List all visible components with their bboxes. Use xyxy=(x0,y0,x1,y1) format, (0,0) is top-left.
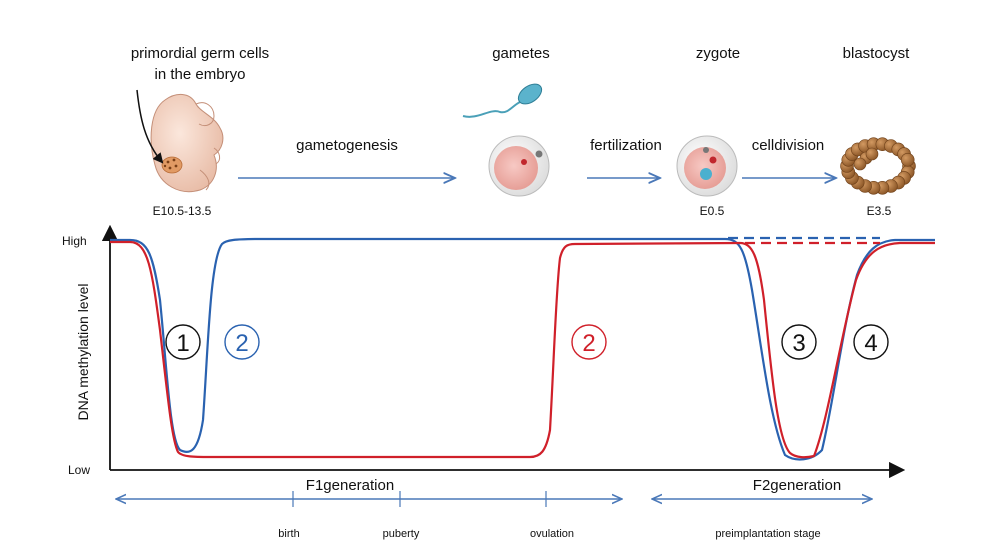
sperm-illustration xyxy=(462,83,543,118)
blastocyst-cell xyxy=(900,153,915,167)
blastocyst-illustration xyxy=(840,137,916,195)
marker-3-label: 3 xyxy=(792,330,805,357)
stage-label-pgc-line1: primordial germ cells xyxy=(131,45,269,62)
stage-label-gametes: gametes xyxy=(492,45,550,62)
female-methylation-curve xyxy=(110,240,935,459)
timeline-label-birth: birth xyxy=(278,528,299,540)
marker-1: 1 xyxy=(165,324,201,360)
f2-generation-label: F2generation xyxy=(753,477,841,494)
marker-2-female-label: 2 xyxy=(582,330,595,357)
marker-1-label: 1 xyxy=(176,330,189,357)
marker-4-label: 4 xyxy=(864,330,877,357)
egg-illustration xyxy=(488,135,550,197)
stage-label-zygote: zygote xyxy=(696,45,740,62)
inner-cell-mass-cell xyxy=(853,157,867,171)
embryo-illustration xyxy=(150,94,224,193)
marker-2-female: 2 xyxy=(571,324,607,360)
marker-3: 3 xyxy=(781,324,817,360)
process-label-gametogenesis: gametogenesis xyxy=(296,137,398,154)
timepoint-blastocyst: E3.5 xyxy=(867,204,892,218)
timepoint-pgc: E10.5-13.5 xyxy=(153,204,212,218)
y-tick-high: High xyxy=(62,234,87,248)
marker-2-male-label: 2 xyxy=(235,330,248,357)
process-label-fertilization: fertilization xyxy=(590,137,662,154)
stage-label-pgc-line2: in the embryo xyxy=(155,66,246,83)
timeline-label-preimplantation: preimplantation stage xyxy=(715,528,820,540)
process-label-celldivision: celldivision xyxy=(752,137,825,154)
zygote-illustration xyxy=(676,135,738,197)
f1-generation-label: F1generation xyxy=(306,477,394,494)
timeline-label-puberty: puberty xyxy=(383,528,420,540)
y-axis-title: DNA methylation level xyxy=(75,284,91,421)
timepoint-zygote: E0.5 xyxy=(700,204,725,218)
y-tick-low: Low xyxy=(68,463,90,477)
marker-4: 4 xyxy=(853,324,889,360)
marker-2-male: 2 xyxy=(224,324,260,360)
inner-cell-mass-cell xyxy=(865,147,879,161)
stage-label-blastocyst: blastocyst xyxy=(843,45,911,62)
pointer-arrow xyxy=(136,89,164,164)
timeline-label-ovulation: ovulation xyxy=(530,528,574,540)
